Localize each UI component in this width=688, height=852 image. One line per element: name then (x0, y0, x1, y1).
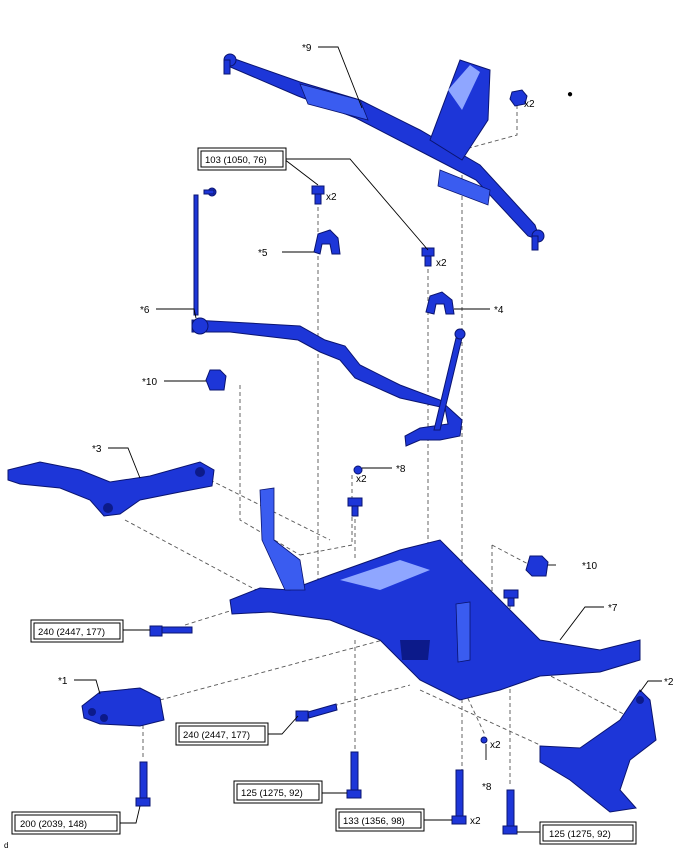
stabilizer-bushing-4 (425, 291, 455, 315)
mount-bracket (81, 687, 165, 727)
torque-text-200: 200 (2039, 148) (20, 819, 87, 830)
stabilizer-link-left (193, 187, 217, 316)
steering-gear-assembly (223, 53, 545, 251)
clip-lower (480, 736, 488, 744)
stabilizer-link-right (433, 328, 466, 431)
alignment-lines (124, 105, 636, 785)
torque-text-133: 133 (1356, 98) (343, 816, 405, 827)
nut-top-right (509, 89, 528, 107)
bolt-long-left (149, 625, 193, 637)
nut-crossmember-right (503, 589, 519, 607)
torque-box-103: 103 (1050, 76) (197, 147, 287, 171)
lower-arm-left (7, 461, 215, 517)
callout-9: *9 (302, 43, 312, 54)
callout-10-right: *10 (582, 561, 597, 572)
qty-clip-upper: x2 (356, 474, 367, 485)
bolt-vertical-mid (346, 751, 362, 799)
torque-box-125-mid: 125 (1275, 92) (233, 780, 323, 804)
qty-bolt-top: x2 (326, 192, 337, 203)
qty-bolt-mid: x2 (436, 258, 447, 269)
torque-box-240-left: 240 (2447, 177) (30, 619, 124, 643)
callout-3: *3 (92, 444, 102, 455)
callout-6: *6 (140, 305, 150, 316)
callout-8-lower: *8 (482, 782, 492, 793)
callout-10-left: *10 (142, 377, 157, 388)
bolt-vertical-center (451, 769, 467, 825)
lower-arm-right (539, 689, 657, 813)
bushing-10-right (525, 555, 549, 577)
bolt-upper-mid (421, 247, 435, 267)
qty-nut-top: x2 (524, 99, 535, 110)
bolt-long-mid (295, 703, 338, 722)
torque-text-240-left: 240 (2447, 177) (38, 627, 105, 638)
callout-5: *5 (258, 248, 268, 259)
bolt-crossmember-upper (347, 497, 363, 517)
qty-bolt-bottom: x2 (470, 816, 481, 827)
stabilizer-bushing-5 (313, 229, 341, 255)
bolt-upper-left (311, 185, 325, 205)
bolt-vertical-left (135, 761, 151, 807)
torque-box-240-mid: 240 (2447, 177) (175, 722, 269, 746)
bushing-10-left (205, 369, 227, 391)
torque-box-200: 200 (2039, 148) (11, 811, 121, 835)
torque-box-125-right: 125 (1275, 92) (539, 821, 637, 845)
corner-mark: d (4, 841, 8, 850)
callout-4: *4 (494, 305, 504, 316)
qty-clip-lower: x2 (490, 740, 501, 751)
callout-2: *2 (664, 677, 674, 688)
clip-upper (353, 465, 363, 475)
bullet-mark: ● (567, 89, 573, 100)
torque-text-103: 103 (1050, 76) (205, 155, 267, 166)
callout-7: *7 (608, 603, 618, 614)
callout-1: *1 (58, 676, 68, 687)
torque-text-125-right: 125 (1275, 92) (549, 829, 611, 840)
torque-text-125-mid: 125 (1275, 92) (241, 788, 303, 799)
torque-text-240-mid: 240 (2447, 177) (183, 730, 250, 741)
stabilizer-bar (191, 317, 463, 447)
torque-box-133: 133 (1356, 98) (335, 808, 425, 832)
callout-8-upper: *8 (396, 464, 406, 475)
suspension-crossmember (229, 487, 641, 701)
leader-lines (74, 46, 662, 833)
bolt-vertical-right (502, 789, 518, 835)
